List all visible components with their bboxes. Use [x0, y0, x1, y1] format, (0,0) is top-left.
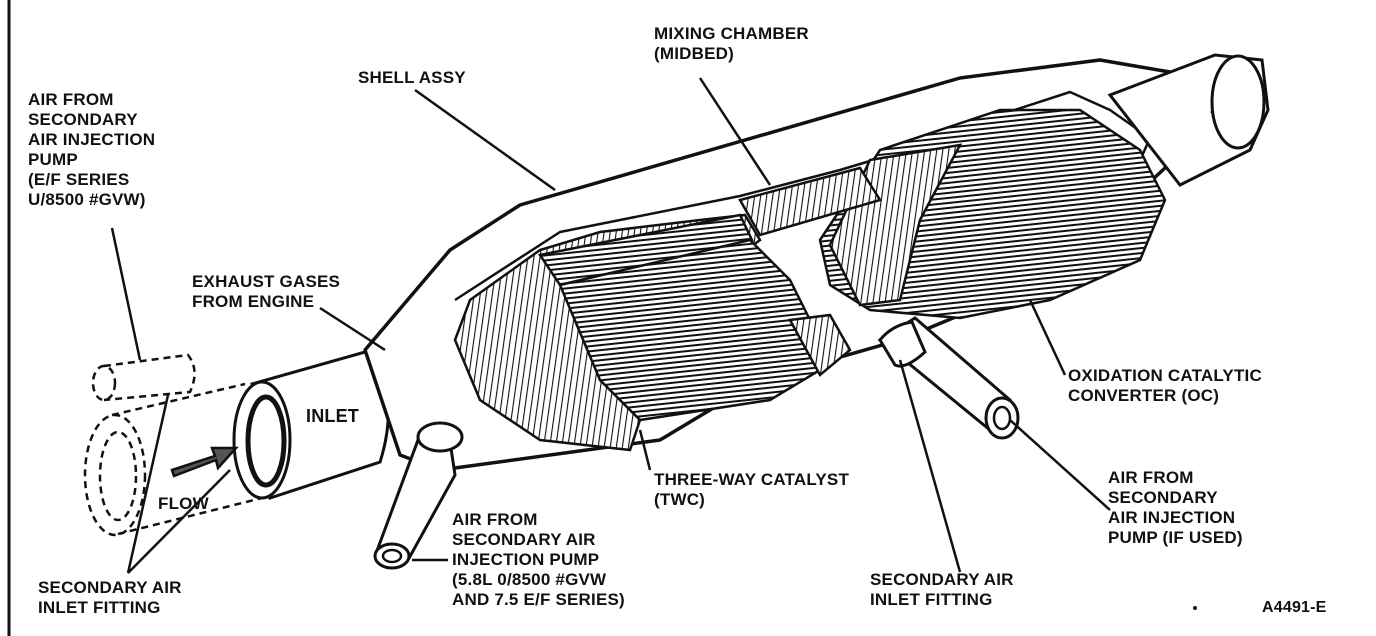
label-inlet: INLET: [306, 406, 359, 426]
left-air-tube: [373, 421, 464, 570]
label-secondary-inlet-right: SECONDARY AIR INLET FITTING: [870, 570, 1014, 609]
oxidation-catalyst-brick: [738, 108, 1167, 320]
three-way-catalyst-brick: [453, 213, 852, 452]
label-air-from-secondary-58: AIR FROM SECONDARY AIR INJECTION PUMP (5…: [452, 510, 625, 609]
flow-arrow-icon: [170, 446, 239, 478]
label-shell-assy: SHELL ASSY: [358, 68, 466, 87]
leader-lines: [110, 77, 1111, 574]
right-air-tube: [877, 316, 1020, 440]
stray-dot: [1193, 606, 1197, 610]
label-three-way-catalyst: THREE-WAY CATALYST (TWC): [654, 470, 850, 509]
dashed-air-fitting: [83, 353, 263, 537]
label-flow: FLOW: [158, 494, 209, 513]
label-exhaust-gases: EXHAUST GASES FROM ENGINE: [192, 272, 341, 311]
label-air-from-secondary-ef: AIR FROM SECONDARY AIR INJECTION PUMP (E…: [28, 90, 156, 209]
stray-dot-2: [1210, 110, 1214, 114]
label-air-from-secondary-if-used: AIR FROM SECONDARY AIR INJECTION PUMP (I…: [1108, 468, 1243, 547]
label-figure-code: A4491-E: [1262, 599, 1327, 616]
label-oxidation-converter: OXIDATION CATALYTIC CONVERTER (OC): [1068, 366, 1262, 405]
label-secondary-inlet-left: SECONDARY AIR INLET FITTING: [38, 578, 182, 617]
outlet-pipe: [1107, 53, 1270, 187]
inlet-pipe: [232, 348, 390, 500]
label-mixing-chamber: MIXING CHAMBER (MIDBED): [654, 24, 809, 63]
